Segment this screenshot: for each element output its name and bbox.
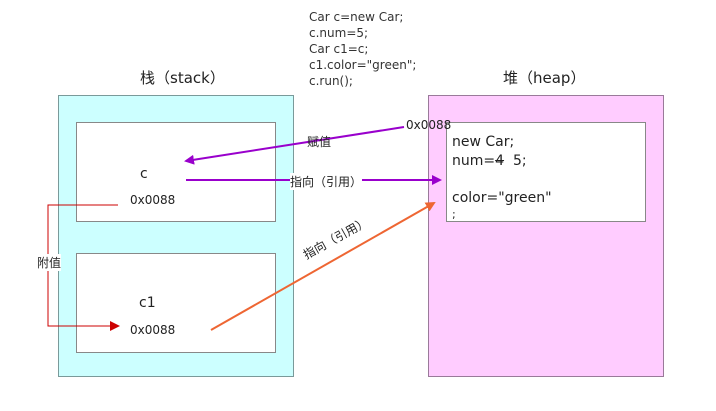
heap-title: 堆（heap） [503, 69, 586, 87]
code-line: Car c=new Car; [309, 10, 404, 24]
code-line: c.num=5; [309, 26, 369, 40]
num-new-value: 5; [504, 153, 527, 169]
object-line-terminator: ; [452, 208, 456, 221]
object-line-num: num=4 5; [452, 153, 527, 169]
stack-frame-c1 [76, 253, 276, 353]
heap-object-box [446, 122, 646, 222]
code-line: c.run(); [309, 74, 353, 88]
variable-name-c1: c1 [139, 295, 156, 311]
address-c: 0x0088 [130, 193, 176, 207]
code-line: Car c1=c; [309, 42, 369, 56]
variable-name-c: c [140, 166, 148, 182]
stack-title: 栈（stack） [140, 69, 225, 87]
object-line-color: color="green" [452, 190, 552, 206]
assign-label: 赋值 [307, 135, 332, 149]
heap-address-label: 0x0088 [406, 118, 452, 132]
num-old-value: 4 [495, 153, 505, 169]
reference-label-c: 指向（引用） [290, 173, 363, 190]
reference-arrow-c1 [210, 202, 436, 331]
assign-arrow [184, 126, 405, 165]
copy-value-label: 附值 [37, 254, 62, 271]
address-c1: 0x0088 [130, 323, 176, 337]
object-line-new-car: new Car; [452, 134, 515, 150]
num-prefix: num= [452, 153, 496, 169]
code-snippet: Car c=new Car; c.num=5; Car c1=c; c1.col… [309, 9, 416, 89]
code-line: c1.color="green"; [309, 58, 417, 72]
